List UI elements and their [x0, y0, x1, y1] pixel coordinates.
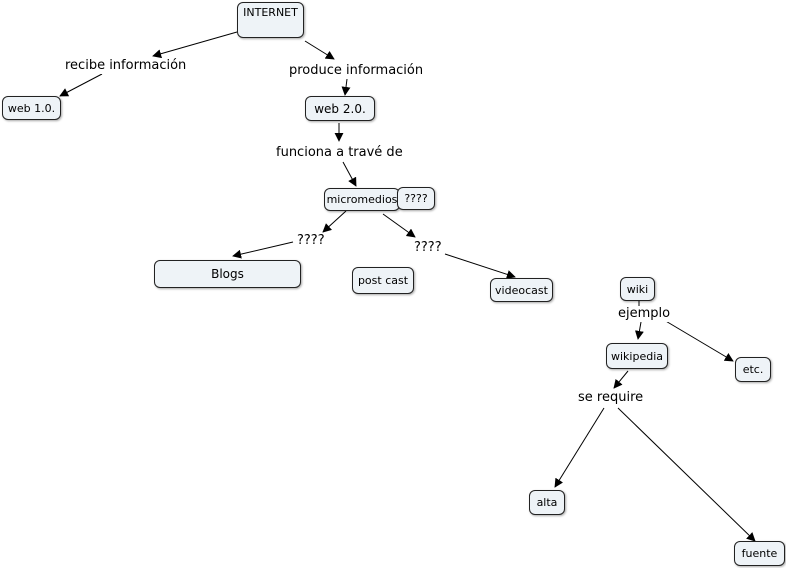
link-funciona-a-trave-de: funciona a travé de [276, 145, 403, 161]
line-micromedios-qleft [322, 210, 347, 233]
node-videocast[interactable]: videocast [490, 278, 553, 302]
node-web-1-0[interactable]: web 1.0. [2, 96, 61, 120]
line-recibe-web10 [59, 73, 103, 97]
link-recibe-informacion: recibe información [65, 58, 187, 74]
line-requiere-fuente [617, 407, 756, 542]
node-web-2-0[interactable]: web 2.0. [305, 96, 375, 121]
line-requiere-alta [554, 407, 605, 488]
node-post-cast[interactable]: post cast [352, 267, 414, 294]
node-etc[interactable]: etc. [735, 357, 771, 382]
node-blogs[interactable]: Blogs [154, 260, 301, 288]
line-qright-videocast [444, 253, 516, 279]
node-wikipedia[interactable]: wikipedia [606, 343, 668, 369]
link-se-require: se require [578, 390, 644, 406]
node-wiki[interactable]: wiki [620, 277, 655, 301]
node-internet[interactable]: INTERNET [237, 2, 304, 38]
line-micromedios-qright [382, 213, 416, 238]
link-question-right: ???? [414, 240, 442, 256]
node-unknown-note[interactable]: ???? [397, 187, 435, 210]
link-ejemplo: ejemplo [618, 306, 671, 322]
node-fuente[interactable]: fuente [734, 541, 785, 566]
line-ejemplo-wikipedia [634, 321, 644, 340]
link-question-left: ???? [297, 233, 325, 249]
node-micromedios[interactable]: micromedios [324, 188, 400, 211]
line-ejemplo-etc [663, 319, 734, 362]
line-qleft-blogs [232, 241, 294, 259]
link-produce-informacion: produce información [289, 63, 424, 79]
node-alta[interactable]: alta [529, 490, 565, 515]
line-internet-produce [304, 40, 335, 60]
line-internet-recibe [152, 31, 238, 59]
line-produce-web20 [341, 78, 351, 96]
line-funciona-micromedios [342, 161, 357, 187]
line-wikipedia-requiere [613, 370, 629, 389]
